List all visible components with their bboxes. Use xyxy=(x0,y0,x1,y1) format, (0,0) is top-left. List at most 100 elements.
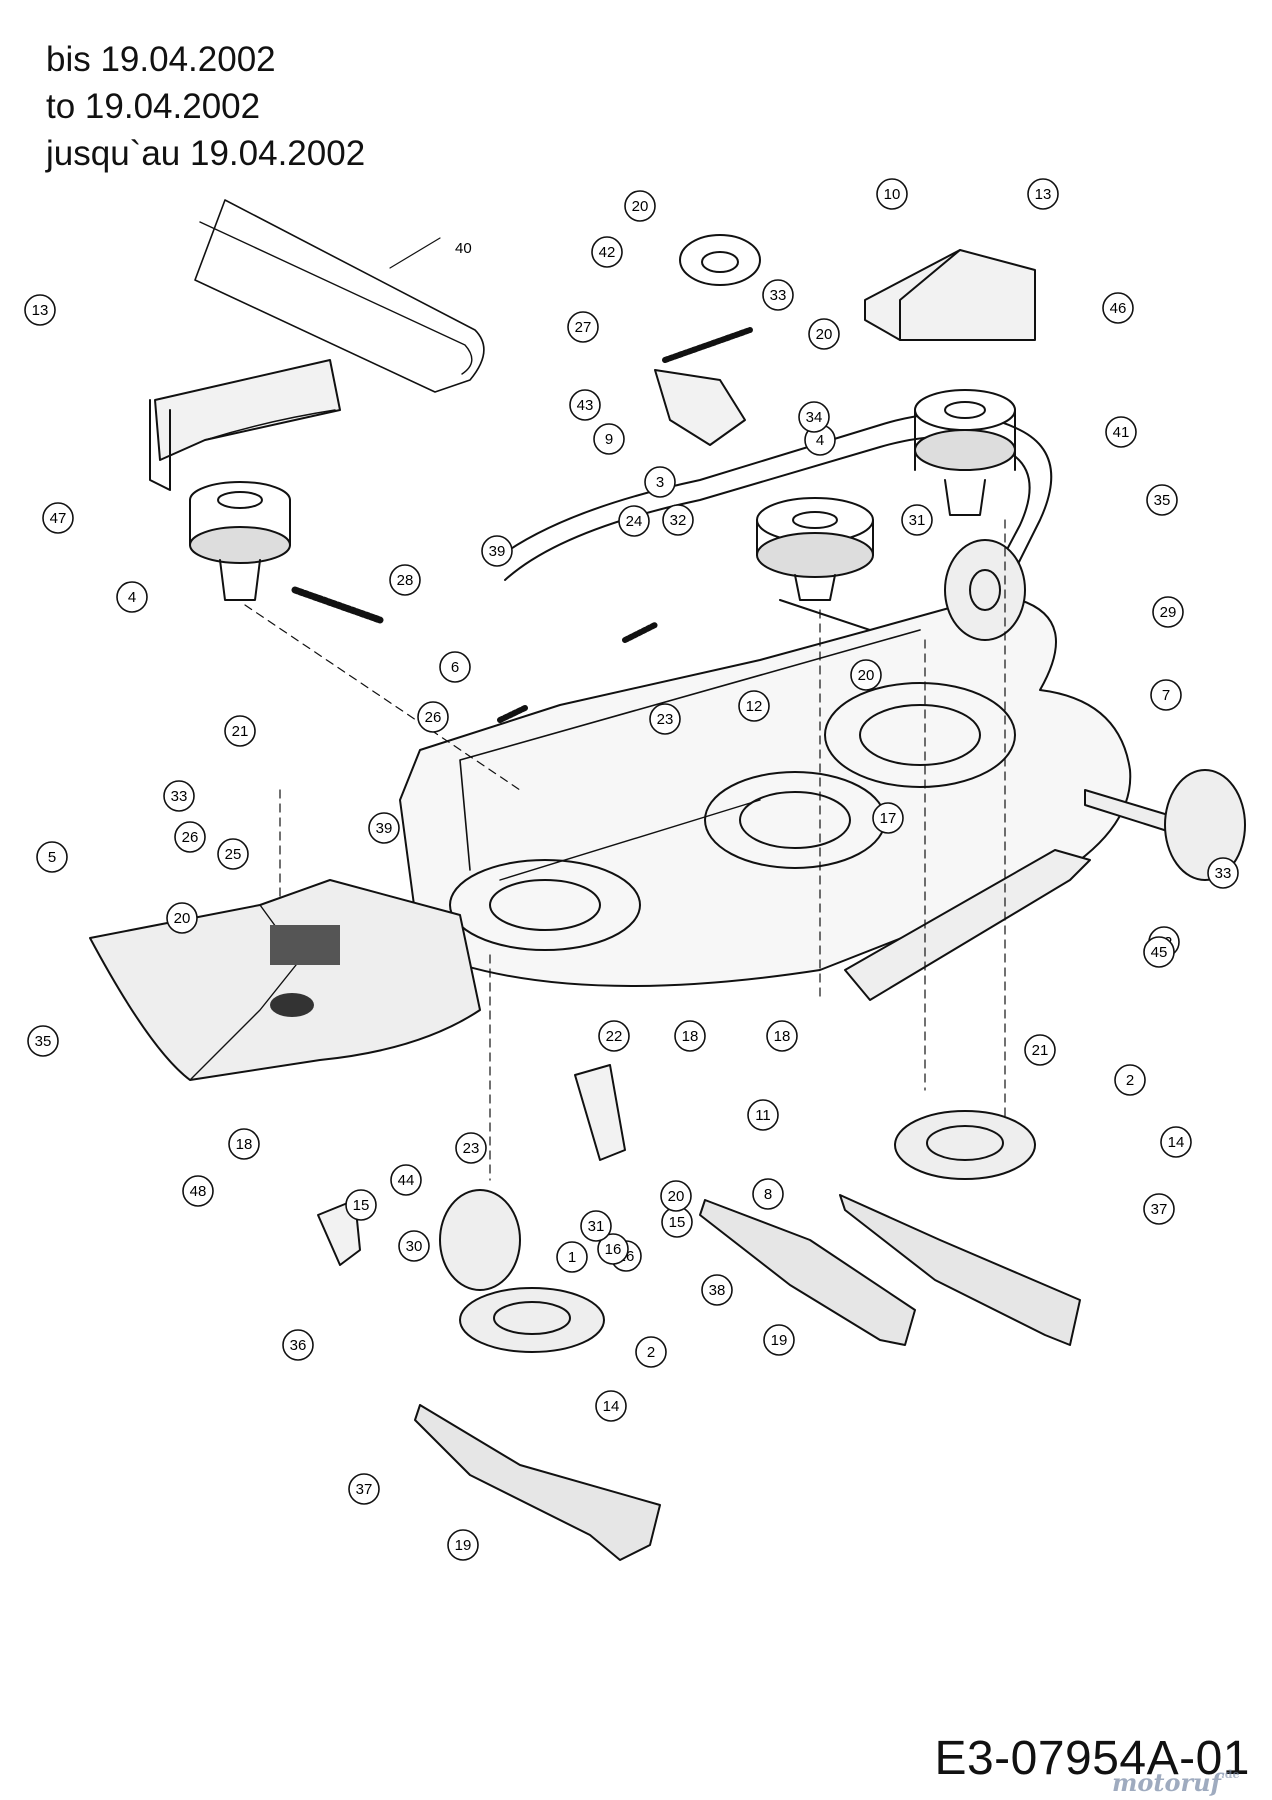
blade-front xyxy=(414,1404,661,1561)
callout-number: 26 xyxy=(182,829,199,846)
callout-number: 29 xyxy=(1160,604,1177,621)
callout-18: 18 xyxy=(674,1020,706,1052)
callout-18: 18 xyxy=(228,1128,260,1160)
callout-number: 19 xyxy=(455,1537,472,1554)
discharge-chute xyxy=(89,879,481,1081)
callout-number: 15 xyxy=(353,1197,370,1214)
callout-5: 5 xyxy=(36,841,68,873)
callout-13: 13 xyxy=(1027,178,1059,210)
deflector-plate xyxy=(317,1199,361,1266)
callout-number: 30 xyxy=(406,1238,423,1255)
right-spindle-pulley xyxy=(914,389,1016,516)
callout-number: 33 xyxy=(1215,865,1232,882)
callout-13: 13 xyxy=(24,294,56,326)
callout-number: 20 xyxy=(632,198,649,215)
deck-pulley xyxy=(944,539,1026,641)
callout-35: 35 xyxy=(1146,484,1178,516)
callout-34: 34 xyxy=(798,401,830,433)
callout-number: 7 xyxy=(1162,687,1170,704)
callout-number: 3 xyxy=(656,474,664,491)
callout-45: 45 xyxy=(1143,936,1175,968)
callout-12: 12 xyxy=(738,690,770,722)
callout-20: 20 xyxy=(808,318,840,350)
callout-33: 33 xyxy=(1207,857,1239,889)
blade-adapter-right xyxy=(894,1110,1036,1180)
callout-28: 28 xyxy=(389,564,421,596)
callout-4: 4 xyxy=(116,581,148,613)
callout-number: 47 xyxy=(50,510,67,527)
callout-number: 6 xyxy=(451,659,459,676)
spring-upper xyxy=(622,622,658,643)
callout-24: 24 xyxy=(618,505,650,537)
callout-number: 2 xyxy=(647,1344,655,1361)
callout-16: 16 xyxy=(597,1233,629,1265)
center-spindle-pulley xyxy=(756,497,874,601)
callout-number: 10 xyxy=(884,186,901,203)
callout-number: 27 xyxy=(575,319,592,336)
callout-39: 39 xyxy=(368,812,400,844)
left-cover xyxy=(149,359,341,491)
callout-number: 12 xyxy=(746,698,763,715)
callout-23: 23 xyxy=(455,1132,487,1164)
callout-number: 1 xyxy=(568,1249,576,1266)
callout-number: 35 xyxy=(35,1033,52,1050)
callout-number: 16 xyxy=(605,1241,622,1258)
drawing-code: E3-07954A-01 xyxy=(934,1732,1250,1785)
callout-group: 1223445678910111213131414151516161718181… xyxy=(24,178,1239,1561)
callout-22: 22 xyxy=(598,1020,630,1052)
callout-number: 38 xyxy=(709,1282,726,1299)
callout-number: 11 xyxy=(755,1107,771,1124)
callout-33: 33 xyxy=(163,780,195,812)
callout-number: 33 xyxy=(171,788,188,805)
callout-32: 32 xyxy=(662,504,694,536)
callout-number: 14 xyxy=(1168,1134,1185,1151)
header-block: bis 19.04.2002 to 19.04.2002 jusqu`au 19… xyxy=(46,36,365,177)
callout-42: 42 xyxy=(591,236,623,268)
callout-1: 1 xyxy=(556,1241,588,1273)
callout-number: 4 xyxy=(816,432,824,449)
callout-27: 27 xyxy=(567,311,599,343)
callout-number: 13 xyxy=(1035,186,1052,203)
callout-number: 36 xyxy=(290,1337,307,1354)
callout-number: 39 xyxy=(376,820,393,837)
callout-number: 45 xyxy=(1151,944,1168,961)
callout-46: 46 xyxy=(1102,292,1134,324)
stabilizer-bar xyxy=(844,849,1091,1001)
callout-number: 46 xyxy=(1110,300,1127,317)
callout-number: 8 xyxy=(764,1186,772,1203)
callout-number: 37 xyxy=(356,1481,373,1498)
callout-number: 2 xyxy=(1126,1072,1134,1089)
left-spindle-pulley xyxy=(189,481,291,601)
callout-18: 18 xyxy=(766,1020,798,1052)
callout-number: 37 xyxy=(1151,1201,1168,1218)
callout-number: 42 xyxy=(599,244,616,261)
callout-21: 21 xyxy=(1024,1034,1056,1066)
callout-number: 48 xyxy=(190,1183,207,1200)
front-hanger-bracket xyxy=(574,1064,626,1161)
callout-26: 26 xyxy=(417,701,449,733)
spring-lower xyxy=(497,705,528,723)
callout-number: 20 xyxy=(668,1188,685,1205)
callout-37: 37 xyxy=(1143,1193,1175,1225)
gauge-wheel-left xyxy=(439,1189,521,1291)
callout-47: 47 xyxy=(42,502,74,534)
callout-37: 37 xyxy=(348,1473,380,1505)
callout-44: 44 xyxy=(390,1164,422,1196)
callout-number: 15 xyxy=(669,1214,686,1231)
callout-19: 19 xyxy=(447,1529,479,1561)
callout-33: 33 xyxy=(762,279,794,311)
callout-number: 14 xyxy=(603,1398,620,1415)
callout-number: 4 xyxy=(128,589,136,606)
callout-31: 31 xyxy=(580,1210,612,1242)
blade-right xyxy=(839,1194,1081,1346)
callout-2: 2 xyxy=(1114,1064,1146,1096)
callout-36: 36 xyxy=(282,1329,314,1361)
callout-number: 13 xyxy=(32,302,49,319)
callout-26: 26 xyxy=(174,821,206,853)
callout-number: 25 xyxy=(225,846,242,863)
callout-number: 28 xyxy=(397,572,414,589)
callout-number: 20 xyxy=(858,667,875,684)
callout-number: 21 xyxy=(1032,1042,1049,1059)
callout-21: 21 xyxy=(224,715,256,747)
mower-deck xyxy=(399,599,1132,987)
